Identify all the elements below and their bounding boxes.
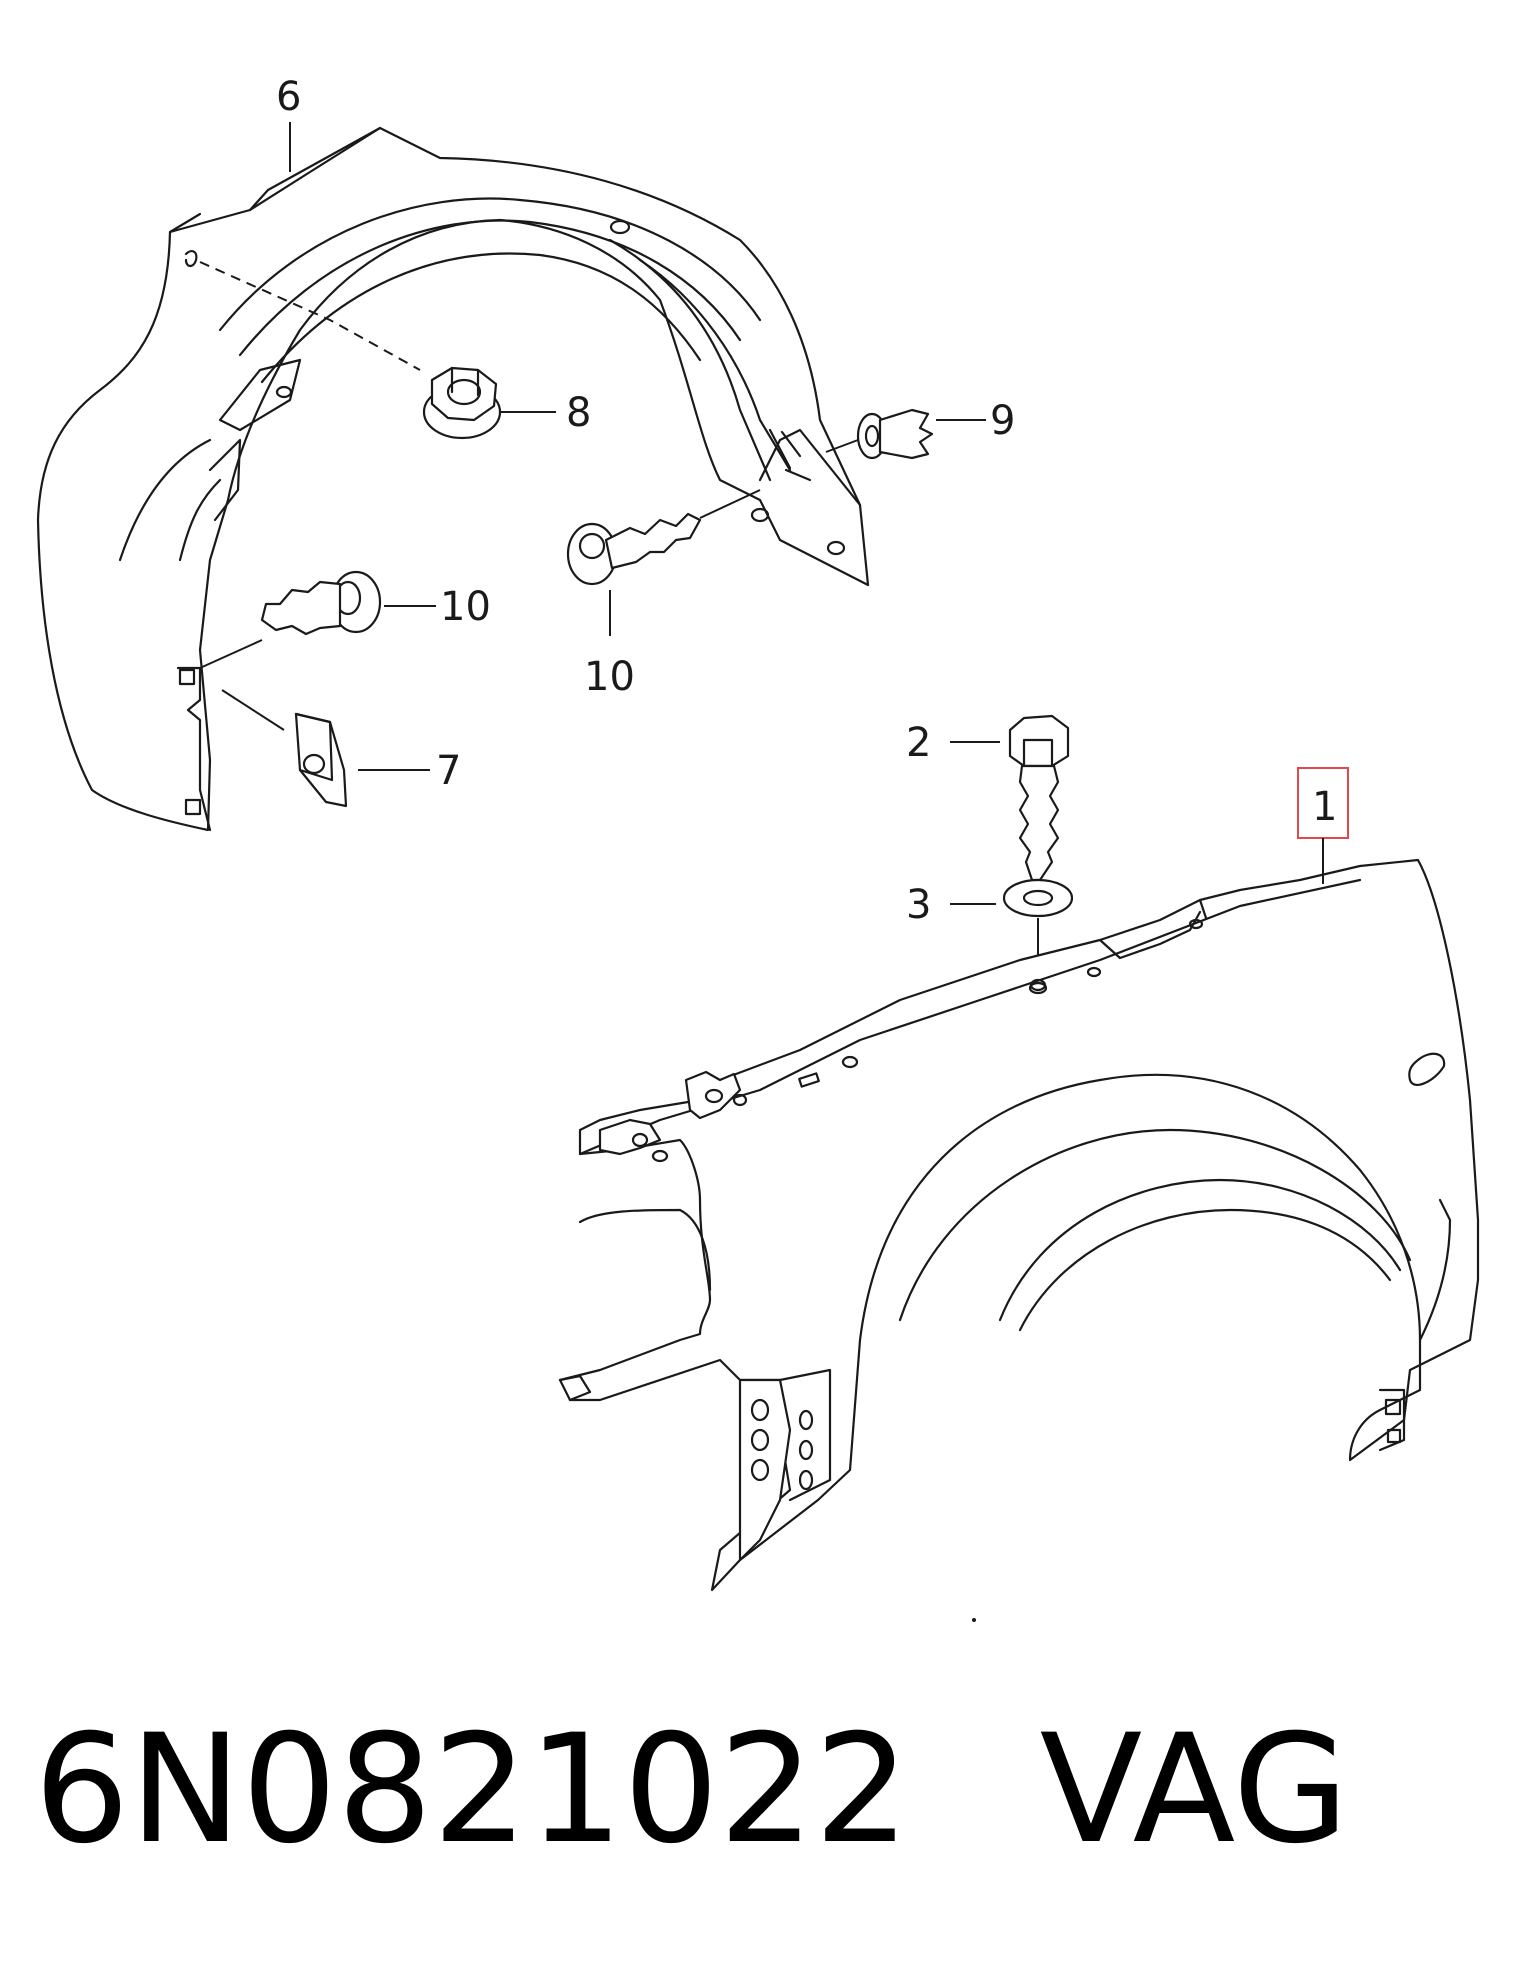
callout-2: 2	[906, 720, 931, 766]
assembly-dashed-line	[199, 261, 421, 371]
callout-7: 7	[436, 748, 461, 794]
dashed-line-start-marker	[184, 250, 198, 268]
callout-10-left: 10	[440, 584, 491, 630]
callout-9: 9	[990, 398, 1015, 444]
washer	[1002, 878, 1074, 918]
callout-10-lower: 10	[584, 654, 635, 700]
callout-1: 1	[1312, 784, 1337, 830]
plastic-rivet	[856, 408, 934, 460]
brand-label: VAG	[1039, 1703, 1349, 1877]
part-number: 6N0821022	[34, 1703, 910, 1877]
wheel-arch-liner	[36, 126, 870, 832]
flange-nut	[422, 366, 502, 440]
exploded-parts-diagram: 8 9 10 10 7 6 2	[36, 74, 1480, 1622]
caption-line: 6N0821022 VAG	[34, 1695, 1349, 1885]
front-fender	[558, 858, 1480, 1592]
tapping-screw-left	[260, 570, 382, 636]
tapping-screw-lower	[566, 512, 702, 586]
speed-clip	[294, 712, 348, 808]
hex-bolt	[1008, 714, 1070, 882]
fender-mounting-hole	[1029, 978, 1047, 992]
stray-dot	[972, 1618, 976, 1622]
callout-3: 3	[906, 882, 931, 928]
callout-6: 6	[276, 74, 301, 120]
callout-8: 8	[566, 390, 591, 436]
